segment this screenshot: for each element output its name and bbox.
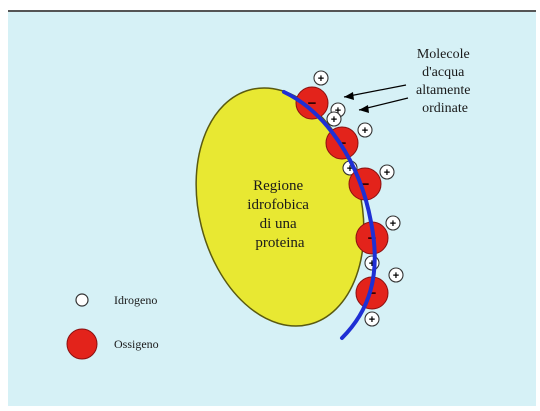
hydrogen-charge: + [331,114,337,126]
hydrogen-charge: + [318,73,324,85]
legend-hydrogen-icon [76,294,88,306]
annotation-line: d'acqua [422,65,465,80]
slide: Regione idrofobica di una proteina ++−++… [8,10,536,406]
legend-hydrogen-label: Idrogeno [114,293,157,307]
annotation-line: ordinate [422,101,468,116]
legend-oxygen-icon [67,329,97,359]
region-label-line: proteina [255,235,304,251]
region-label-line: di una [260,216,297,232]
annotation-line: Molecole [417,47,470,62]
hydrogen-charge: + [362,125,368,137]
legend-oxygen-label: Ossigeno [114,337,159,351]
annotation-line: altamente [416,83,470,98]
region-label-line: Regione [253,178,303,194]
region-label-line: idrofobica [247,197,309,213]
hydrogen-charge: + [384,167,390,179]
hydrogen-charge: + [390,218,396,230]
diagram-canvas: Regione idrofobica di una proteina ++−++… [8,12,536,406]
hydrogen-charge: + [369,314,375,326]
hydrogen-charge: + [393,270,399,282]
